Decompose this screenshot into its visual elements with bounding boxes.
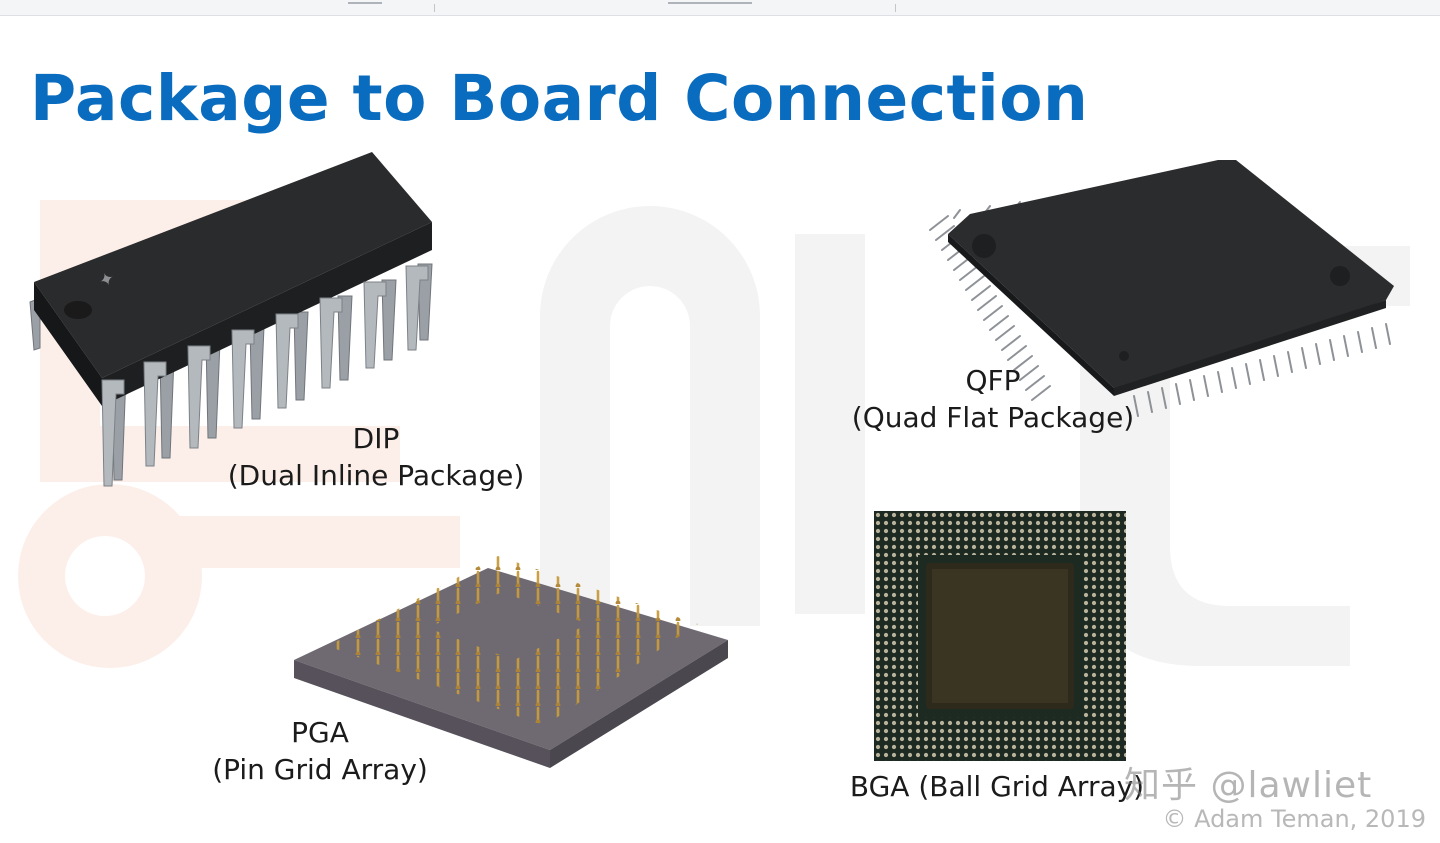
dip-chip-image: ✦ [29,152,433,487]
window-top-strip [0,0,1440,16]
toolbar-fragment [348,2,382,4]
slide-canvas: Package to Board Connection ✦ [0,16,1440,843]
zhihu-overlay-watermark: 知乎 @lawliet [1124,765,1373,806]
dip-description: (Dual Inline Package) [227,459,525,492]
toolbar-divider [895,4,896,12]
pga-caption: PGA (Pin Grid Array) [196,714,444,788]
qfp-caption: QFP (Quad Flat Package) [830,362,1156,436]
qfp-label: QFP [965,364,1021,397]
svg-text:✦: ✦ [96,268,118,293]
pga-description: (Pin Grid Array) [212,753,428,786]
copyright-notice: © Adam Teman, 2019 [1162,805,1426,833]
bga-chip-image [874,511,1126,761]
pga-label: PGA [291,716,349,749]
toolbar-divider [434,4,435,12]
qfp-description: (Quad Flat Package) [851,401,1135,434]
dip-label: DIP [352,422,400,455]
pga-chip-image [294,556,728,768]
qfp-chip-image [929,160,1394,417]
bga-caption: BGA (Ball Grid Array) [849,770,1145,803]
dip-caption: DIP (Dual Inline Package) [190,420,562,494]
toolbar-fragment [668,2,752,4]
slide-title: Package to Board Connection [30,62,1089,135]
